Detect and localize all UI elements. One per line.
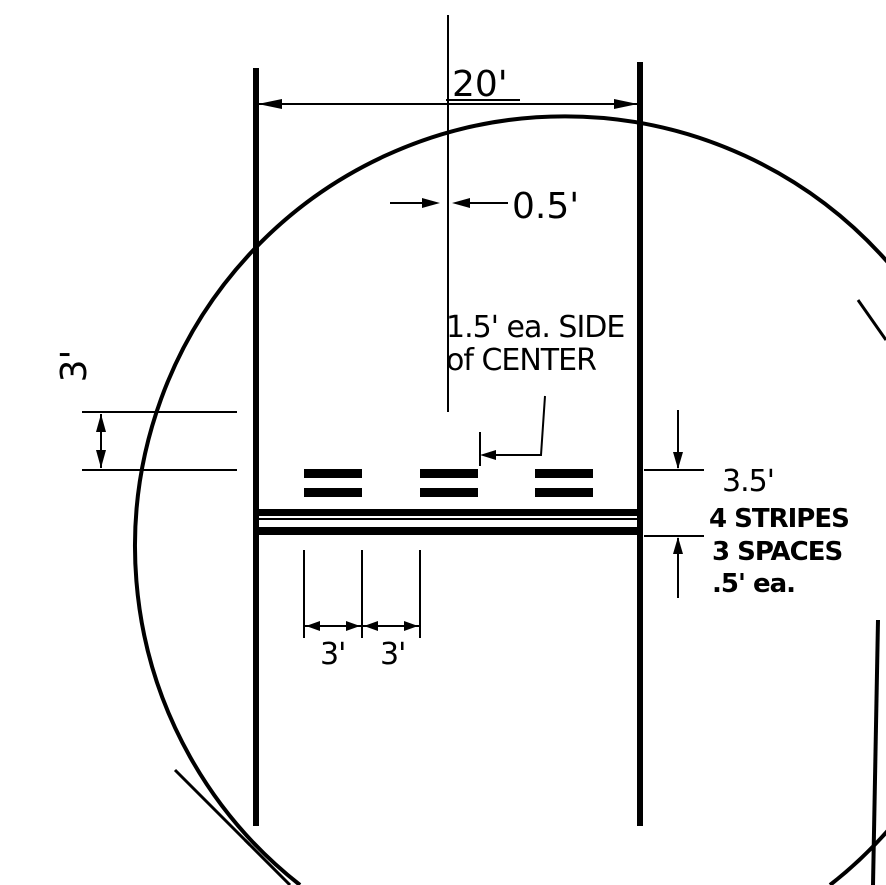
stopbar-arrow-upper	[673, 452, 683, 469]
center-note-leader	[486, 395, 546, 456]
stripe-a-top	[304, 469, 362, 478]
center-note-arrow	[480, 450, 496, 460]
spacing-arrow-4	[404, 621, 418, 631]
offset-label: 0.5'	[512, 186, 579, 227]
stop-bar-note-line1: 4 STRIPES	[709, 504, 849, 534]
offset-arrow-left	[422, 198, 440, 208]
width-arrow-left	[258, 99, 282, 109]
width-arrow-right	[614, 99, 638, 109]
detail-leader-left	[173, 768, 252, 847]
stop-bar-depth-label: 3.5'	[722, 464, 774, 499]
stop-bar-stripe-2	[256, 527, 640, 535]
spacing-label-2: 3'	[380, 637, 405, 672]
gap-arrow-top	[96, 414, 106, 432]
spacing-arrow-1	[306, 621, 320, 631]
center-note-line2: of CENTER	[446, 343, 596, 378]
gap-label: 3'	[54, 350, 95, 383]
detail-circle	[133, 114, 886, 885]
width-label: 20'	[452, 64, 508, 105]
stripe-c-bottom	[535, 488, 593, 497]
spacing-arrow-2	[346, 621, 360, 631]
stop-bar-note-line3: .5' ea.	[712, 569, 795, 599]
stripe-a-bottom	[304, 488, 362, 497]
spacing-arrow-3	[364, 621, 378, 631]
detail-leader-right	[856, 299, 886, 341]
stopbar-arrow-lower	[673, 537, 683, 554]
stripe-c-top	[535, 469, 593, 478]
right-edge-line	[871, 619, 880, 885]
spacing-label-1: 3'	[320, 637, 345, 672]
stop-bar-stripe-1	[256, 509, 640, 516]
stripe-b-bottom	[420, 488, 478, 497]
stop-bar-note-line2: 3 SPACES	[712, 537, 842, 567]
stripe-b-top	[420, 469, 478, 478]
gap-arrow-bottom	[96, 450, 106, 468]
center-note-line1: 1.5' ea. SIDE	[446, 310, 624, 345]
detail-leader-left-2	[243, 838, 292, 885]
offset-arrow-right	[452, 198, 470, 208]
